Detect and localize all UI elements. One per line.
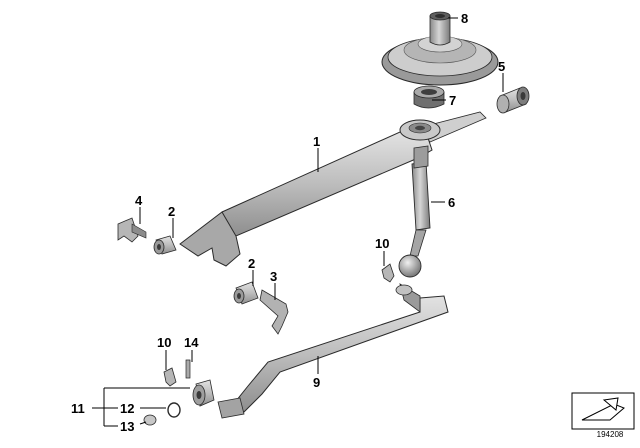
clip-10-lower: [163, 367, 177, 387]
callout-6: 6: [448, 195, 455, 210]
callout-10-lower: 10: [157, 335, 171, 350]
callout-7: 7: [449, 93, 456, 108]
clip-3: [259, 289, 289, 335]
diagram-reference-number: 194208: [596, 430, 624, 439]
bushing-2-lower: [233, 281, 259, 305]
leader-lines: [92, 17, 504, 427]
ring-12: [167, 402, 181, 418]
callout-3: 3: [270, 269, 277, 284]
callout-9: 9: [313, 375, 320, 390]
lower-rod: [398, 145, 431, 278]
gear-lever-boot: [381, 11, 499, 86]
bushing-5: [496, 86, 530, 114]
callout-14: 14: [184, 335, 199, 350]
callout-2-lower: 2: [248, 256, 255, 271]
bearing-ring: [413, 85, 445, 109]
callout-13: 13: [120, 419, 134, 434]
bushing-2-upper: [153, 235, 177, 255]
callout-8: 8: [461, 11, 468, 26]
pin-14: [185, 359, 191, 379]
orientation-icon: [571, 392, 635, 430]
selector-rod: [217, 283, 449, 419]
callout-4: 4: [135, 193, 143, 208]
cap-13: [143, 414, 157, 426]
callout-11: 11: [71, 401, 85, 416]
callout-10-upper: 10: [375, 236, 389, 251]
callouts: 1 2 2 3 4 5 6 7 8 9 10 10 11 12 13 14: [71, 11, 505, 434]
callout-2-upper: 2: [168, 204, 175, 219]
clip-4: [117, 217, 147, 243]
joint-11: [192, 379, 215, 407]
gearshift-lever: [179, 111, 487, 267]
callout-12: 12: [120, 401, 134, 416]
callout-5: 5: [498, 59, 505, 74]
callout-1: 1: [313, 134, 320, 149]
clip-10-upper: [381, 263, 395, 283]
